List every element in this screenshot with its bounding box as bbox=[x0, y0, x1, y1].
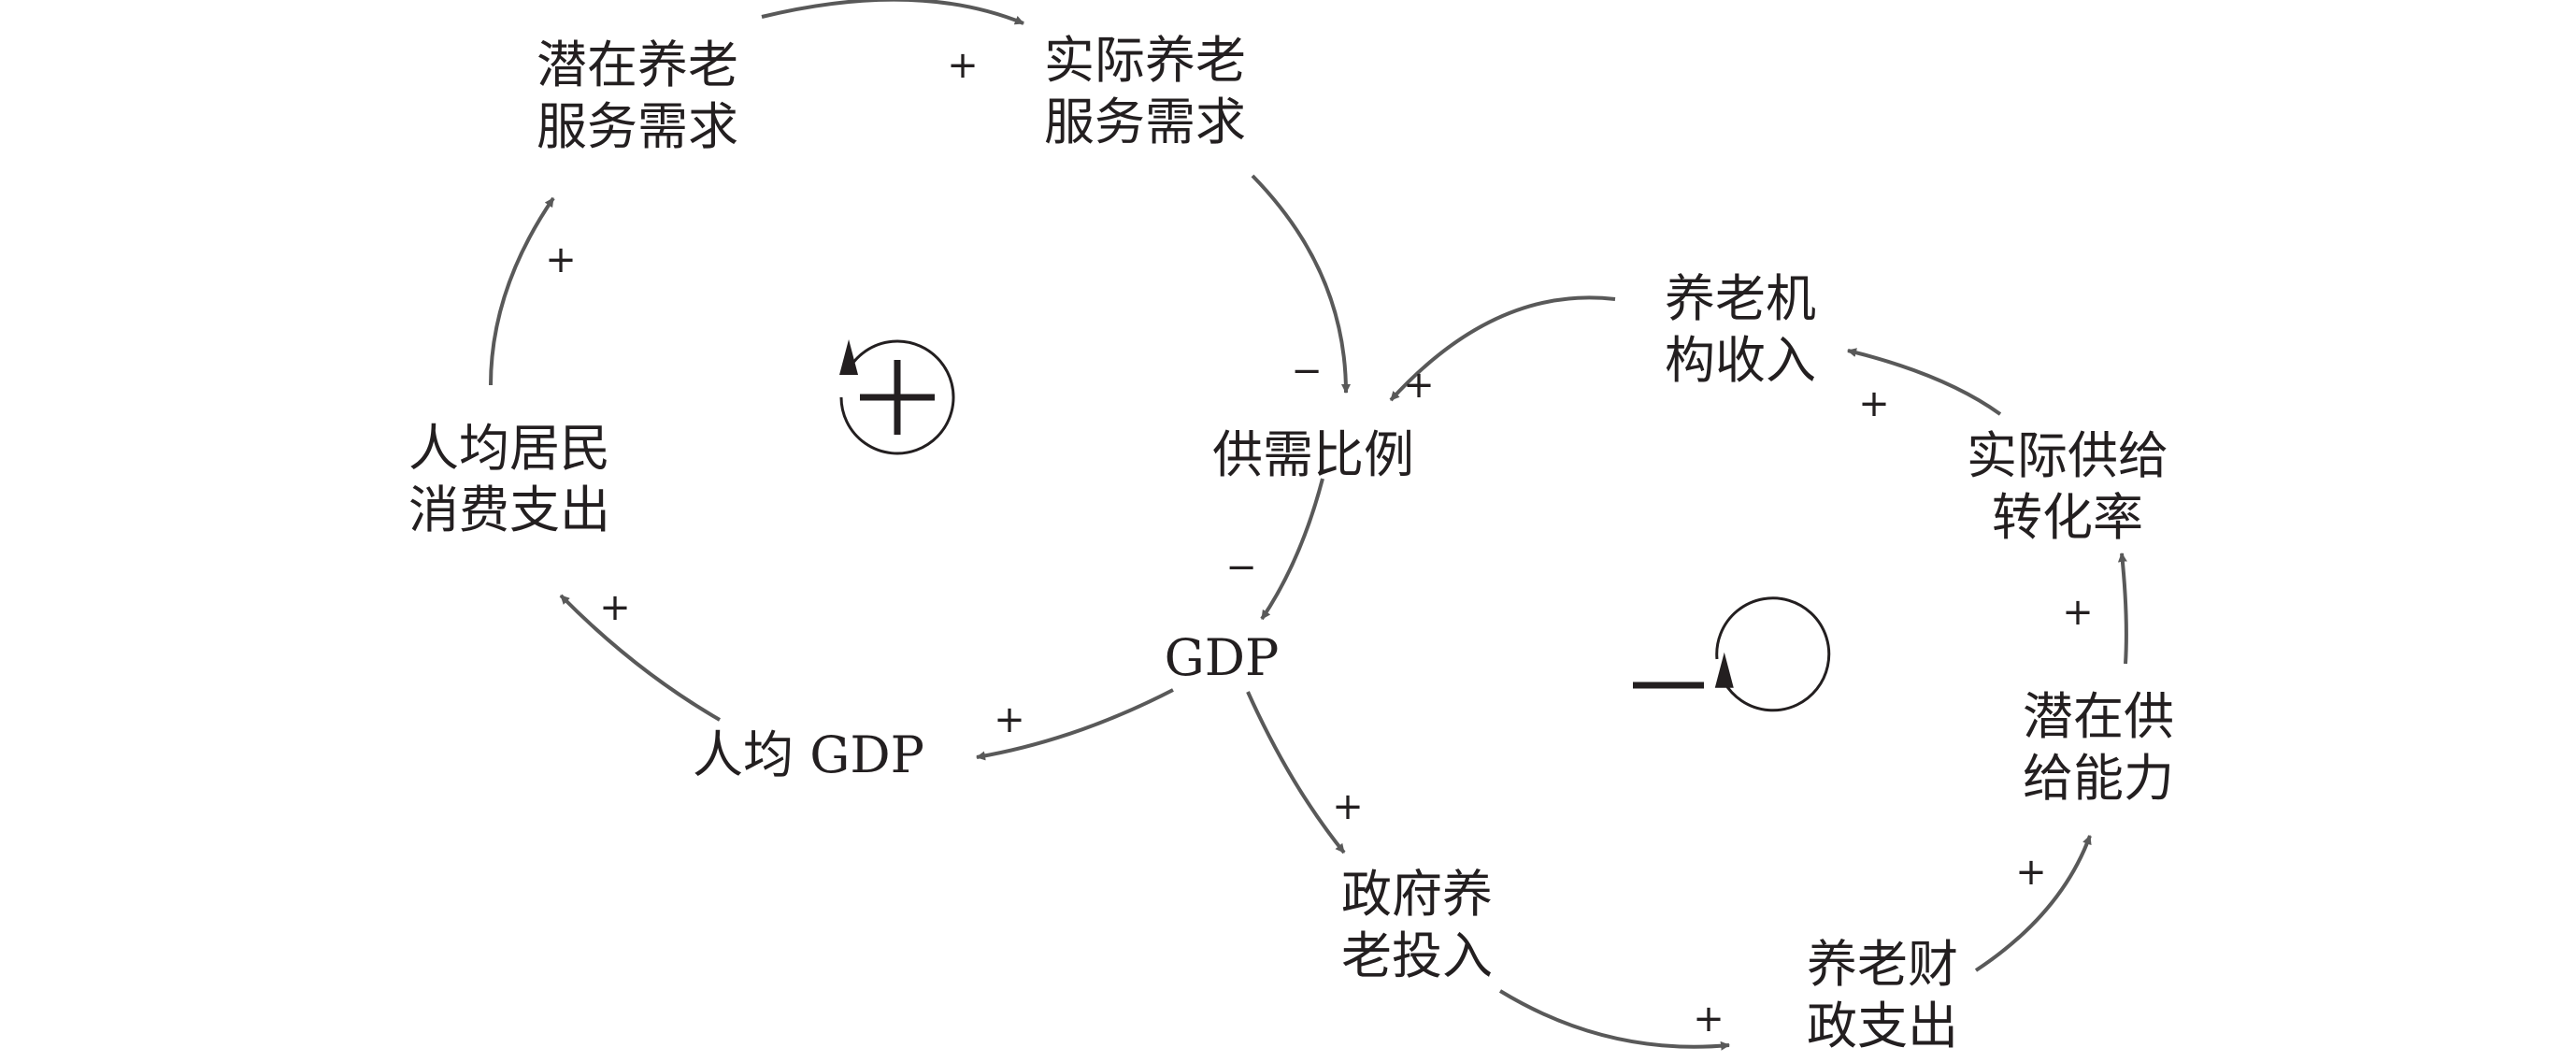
loop-icon-balancing bbox=[1633, 596, 1831, 712]
link-supply-conversion-to-institution-income bbox=[1847, 348, 2002, 416]
node-line: 给能力 bbox=[2023, 749, 2174, 808]
node-line: 潜在供 bbox=[2023, 687, 2174, 746]
link-actual-demand-to-supply-demand-ratio bbox=[1251, 174, 1351, 394]
link-institution-income-to-supply-demand-ratio bbox=[1389, 295, 1616, 402]
loop-arrowhead bbox=[839, 339, 859, 375]
polarity-sign: − bbox=[1225, 546, 1257, 589]
polarity-sign: + bbox=[2015, 851, 2047, 894]
loop-icon-reinforcing bbox=[839, 339, 955, 455]
node-supply-conversion: 实际供给转化率 bbox=[1967, 426, 2168, 547]
polarity-sign: + bbox=[1693, 997, 1724, 1040]
polarity-sign: + bbox=[2062, 591, 2094, 634]
polarity-sign: + bbox=[545, 238, 577, 281]
node-line: 政支出 bbox=[1807, 997, 1958, 1055]
polarity-sign: + bbox=[1858, 382, 1890, 425]
loop-arc bbox=[1715, 596, 1831, 712]
node-line: 实际供给 bbox=[1967, 426, 2168, 485]
node-line: 消费支出 bbox=[408, 481, 610, 539]
node-line: 养老机 bbox=[1665, 269, 1816, 328]
link-supply-demand-ratio-to-gdp bbox=[1260, 478, 1324, 621]
sign-layer: + − + − + + + + + + + + bbox=[545, 44, 2094, 1040]
node-institution-income: 养老机构收入 bbox=[1665, 269, 1816, 390]
node-line: 人均 GDP bbox=[693, 725, 924, 784]
node-line: 老投入 bbox=[1341, 926, 1493, 985]
link-consumption-to-latent-demand bbox=[489, 196, 555, 386]
link-latent-demand-to-actual-demand bbox=[761, 0, 1024, 25]
node-line: 人均居民 bbox=[408, 419, 610, 478]
node-latent-demand: 潜在养老服务需求 bbox=[537, 36, 738, 156]
node-actual-demand: 实际养老服务需求 bbox=[1044, 31, 1246, 151]
loop-layer bbox=[839, 339, 1831, 712]
node-line: 实际养老 bbox=[1044, 31, 1246, 90]
link-fiscal-spending-to-latent-supply bbox=[1974, 835, 2092, 972]
node-gdp: GDP bbox=[1165, 628, 1280, 687]
loop-arrowhead bbox=[1714, 652, 1734, 688]
node-latent-supply: 潜在供给能力 bbox=[2023, 687, 2174, 808]
loop-arc bbox=[839, 339, 955, 455]
polarity-sign: + bbox=[1403, 364, 1435, 407]
node-line: 转化率 bbox=[1992, 488, 2143, 547]
polarity-sign: + bbox=[947, 44, 979, 87]
node-gdp-per-capita: 人均 GDP bbox=[693, 725, 924, 784]
link-gdp-to-gov-investment bbox=[1246, 691, 1346, 854]
node-line: 构收入 bbox=[1665, 331, 1816, 390]
link-gdp-to-gdp-per-capita bbox=[976, 688, 1174, 761]
node-line: 潜在养老 bbox=[537, 36, 738, 94]
link-gdp-per-capita-to-consumption bbox=[559, 594, 722, 722]
polarity-sign: − bbox=[1291, 350, 1323, 393]
node-line: 服务需求 bbox=[537, 97, 738, 156]
polarity-sign: + bbox=[994, 698, 1025, 741]
edge-layer bbox=[489, 0, 2128, 1051]
node-consumption: 人均居民消费支出 bbox=[408, 419, 610, 539]
polarity-sign: + bbox=[599, 586, 631, 629]
link-latent-supply-to-supply-conversion bbox=[2117, 553, 2128, 665]
node-fiscal-spending: 养老财政支出 bbox=[1807, 935, 1958, 1055]
node-line: GDP bbox=[1165, 628, 1280, 687]
node-line: 服务需求 bbox=[1044, 93, 1246, 151]
polarity-sign: + bbox=[1332, 785, 1364, 828]
node-line: 政府养 bbox=[1341, 865, 1493, 924]
node-line: 养老财 bbox=[1807, 935, 1958, 994]
node-gov-investment: 政府养老投入 bbox=[1341, 865, 1493, 985]
node-supply-demand-ratio: 供需比例 bbox=[1212, 425, 1414, 484]
node-line: 供需比例 bbox=[1212, 425, 1414, 484]
link-gov-investment-to-fiscal-spending bbox=[1498, 989, 1730, 1051]
